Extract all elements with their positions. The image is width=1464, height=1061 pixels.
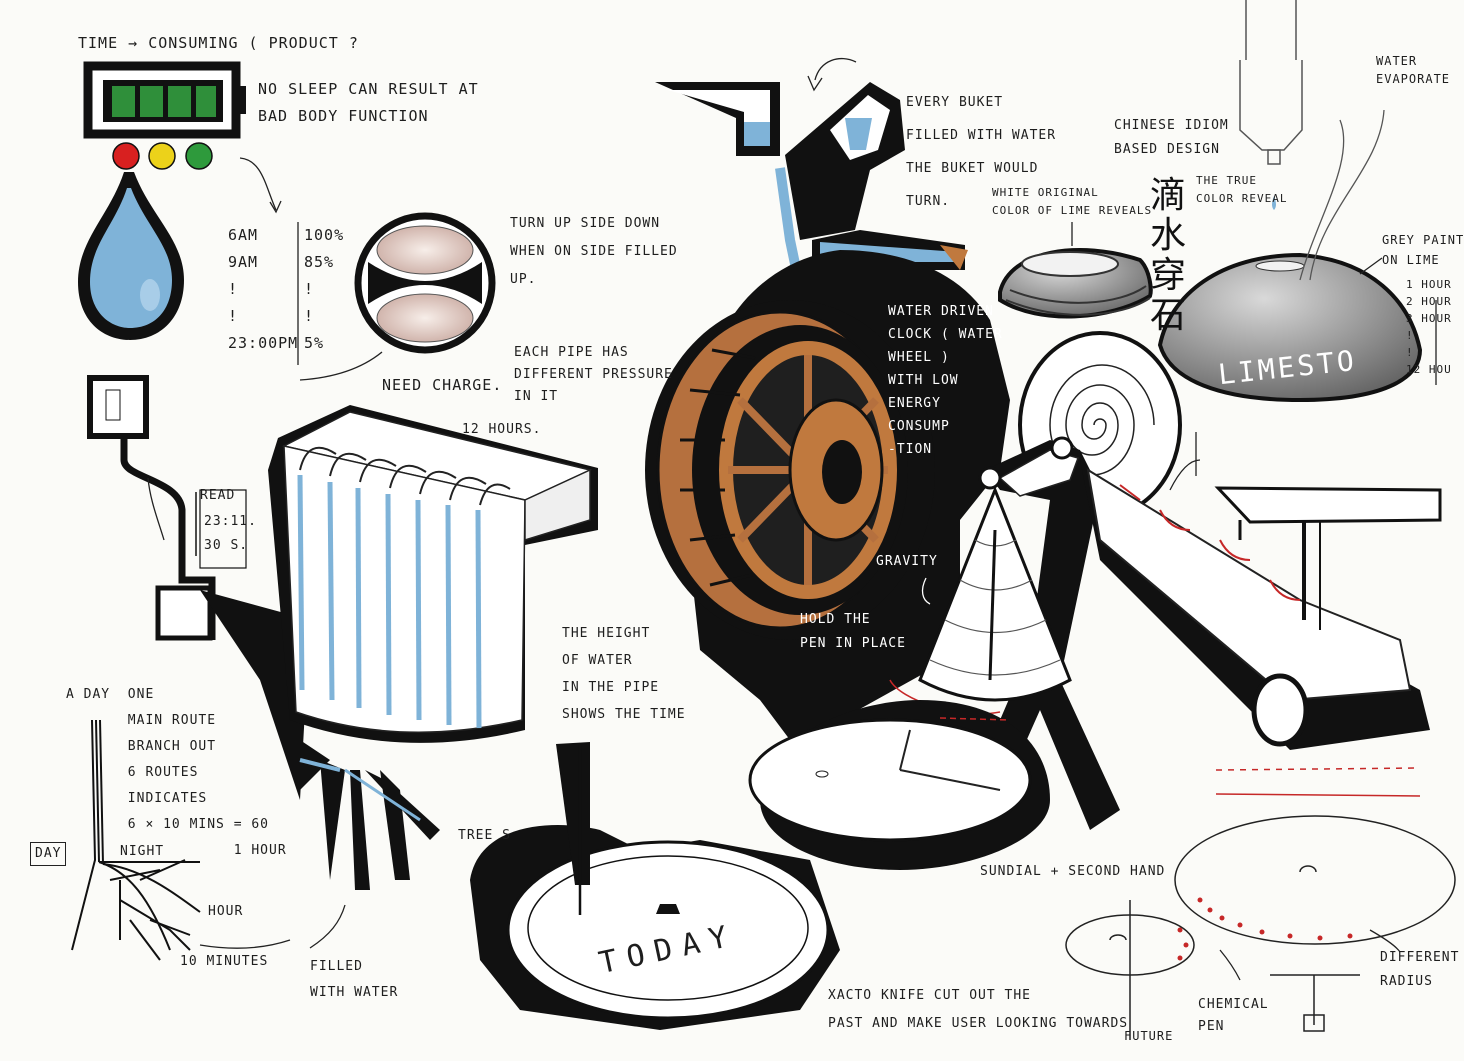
percent-column: 100% 85% ! ! 5% <box>304 226 345 352</box>
a-day-note: A DAY ONE MAIN ROUTE BRANCH OUT 6 ROUTES… <box>66 687 287 858</box>
true-color-note: THE TRUE COLOR REVEAL <box>1196 174 1288 205</box>
read-time: 23:11. 30 S. <box>204 514 257 553</box>
hourglass-lens-icon <box>354 212 496 354</box>
water-drop-icon <box>78 172 184 340</box>
water-bottle-icon <box>1239 0 1303 165</box>
xacto-note: XACTO KNIFE CUT OUT THE PAST AND MAKE US… <box>828 988 1129 1031</box>
hour-scale: 1 HOUR 2 HOUR 3 HOUR ! ! 12 HOU <box>1406 278 1452 376</box>
chinese-idiom-note: CHINESE IDIOM BASED DESIGN <box>1114 118 1229 157</box>
grey-paint-note: GREY PAINT ON LIME <box>1382 233 1464 267</box>
every-bucket-note: EVERY BUKET FILLED WITH WATER THE BUKET … <box>906 95 1057 209</box>
pipe-reader-icon <box>87 375 247 641</box>
white-original-note: WHITE ORIGINAL COLOR OF LIME REVEALS <box>992 186 1153 217</box>
each-pipe-note: EACH PIPE HAS DIFFERENT PRESSURE IN IT <box>514 345 673 404</box>
future-label: FUTURE <box>1124 1029 1174 1043</box>
water-driven-note: WATER DRIVEN CLOCK ( WATER WHEEL ) WITH … <box>888 304 1003 457</box>
tree-diagram <box>71 719 201 961</box>
different-radius-note: DIFFERENT RADIUS <box>1380 950 1460 989</box>
tree-note: TREE S <box>458 828 511 843</box>
limestone-dome-large <box>1157 252 1423 403</box>
battery-icon <box>83 61 246 139</box>
water-wheel-illustration <box>645 300 935 640</box>
water-evaporate-note: WATER EVAPORATE <box>1376 54 1451 86</box>
hour-label: HOUR <box>208 904 244 919</box>
traffic-lights-icon <box>112 142 213 170</box>
gravity-note: GRAVITY <box>876 554 938 569</box>
no-sleep-note: NO SLEEP CAN RESULT AT BAD BODY FUNCTION <box>258 80 479 125</box>
night-label: NIGHT <box>120 844 165 859</box>
hold-pen-note: HOLD THE PEN IN PLACE <box>800 612 906 651</box>
conveyor-belt-illustration <box>1080 460 1442 750</box>
filled-water-note: FILLED WITH WATER <box>310 959 399 1000</box>
twelve-hours-note: 12 HOURS. <box>462 422 542 437</box>
sundial-disc <box>748 700 1050 870</box>
times-column: 6AM 9AM ! ! 23:00PM <box>228 226 299 352</box>
radius-circles <box>1065 815 1456 1040</box>
sundial-note: SUNDIAL + SECOND HAND <box>980 864 1166 879</box>
pipes-block-illustration <box>200 405 598 890</box>
day-label: DAY <box>30 842 67 866</box>
ten-minutes-label: 10 MINUTES <box>180 954 269 969</box>
height-water-note: THE HEIGHT OF WATER IN THE PIPE SHOWS TH… <box>562 626 686 722</box>
need-charge-note: NEED CHARGE. <box>382 376 503 394</box>
time-consuming-note: TIME → CONSUMING ( PRODUCT ? <box>78 34 359 52</box>
turn-up-note: TURN UP SIDE DOWN WHEN ON SIDE FILLED UP… <box>510 216 678 287</box>
chemical-pen-note: CHEMICAL PEN <box>1198 997 1269 1034</box>
idiom-characters: 滴水穿石 <box>1150 175 1188 336</box>
today-disc <box>470 742 840 1030</box>
limestone-dome-small <box>998 248 1153 319</box>
read-label: READ <box>200 488 236 503</box>
